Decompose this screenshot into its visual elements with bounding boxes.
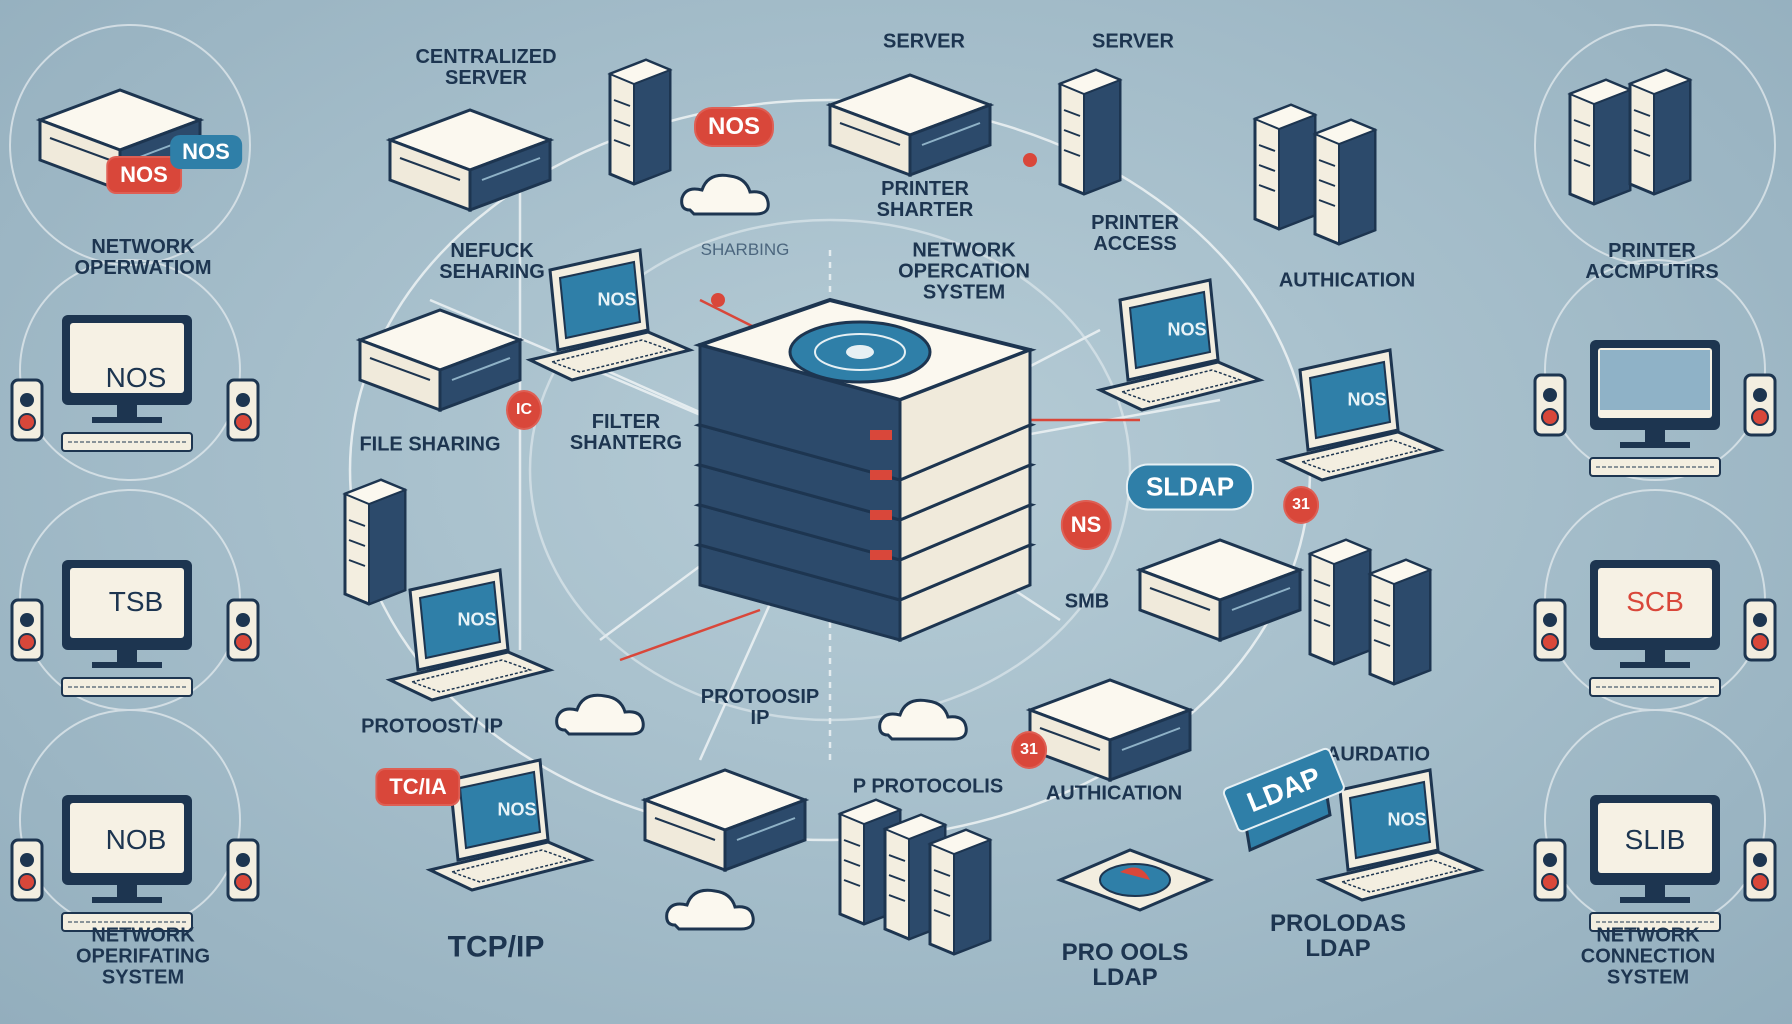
label-server-2: SERVER bbox=[1092, 30, 1174, 53]
laptop-top-left bbox=[528, 248, 692, 382]
label-filter-shanterg: FILTER SHANTERG bbox=[569, 411, 683, 454]
auth-tower-1 bbox=[1253, 103, 1317, 231]
label-p-protocolis: P PROTOCOLIS bbox=[852, 775, 1004, 798]
monitor-right-3-text: SLIB bbox=[1624, 824, 1686, 855]
label-prolodas-ldap: PROLODAS LDAP bbox=[1269, 909, 1407, 962]
monitor-right-1-image bbox=[1600, 350, 1710, 410]
laptop-top-right bbox=[1098, 278, 1262, 412]
label-network-operation-system: NETWORK OPERCATION SYSTEM bbox=[898, 239, 1030, 304]
bottom-tower-3 bbox=[928, 828, 992, 956]
cloud-bottom bbox=[878, 698, 968, 741]
central-server-stack bbox=[693, 297, 1037, 643]
cloud-left bbox=[555, 693, 645, 736]
badge-tc-ia: TC/IA bbox=[375, 768, 461, 806]
laptop-top-right-text: NOS bbox=[1167, 319, 1207, 340]
red-links bbox=[619, 298, 1140, 662]
monitor-right-3 bbox=[1533, 794, 1777, 932]
file-server-box bbox=[358, 308, 522, 412]
label-network-connection-system: NETWORK CONNECTION SYSTEM bbox=[1580, 924, 1716, 989]
accent-dots bbox=[711, 153, 1037, 307]
monitor-left-3 bbox=[10, 794, 260, 932]
badge-ic: IC bbox=[506, 390, 542, 430]
server-tower-top bbox=[1058, 68, 1122, 196]
monitor-left-1-text: NOS bbox=[105, 362, 167, 393]
monitor-left-3-text: NOB bbox=[105, 824, 167, 855]
label-protoosip-ip: PROTOOSIP IP bbox=[700, 686, 820, 729]
monitor-right-2-text: SCB bbox=[1626, 586, 1684, 617]
label-authication-2: AUTHICATION bbox=[1045, 782, 1183, 805]
laptop-top-left-text: NOS bbox=[597, 289, 637, 310]
cloud-top bbox=[680, 173, 770, 216]
label-network-operation-left: NETWORK OPERWATIOM bbox=[74, 236, 212, 279]
laptop-left-mid bbox=[388, 568, 552, 702]
badge-ns: NS bbox=[1060, 500, 1112, 550]
label-printer-sharter: PRINTER SHARTER bbox=[876, 178, 974, 221]
monitor-right-2 bbox=[1533, 559, 1777, 697]
ldap-tile bbox=[1055, 848, 1215, 912]
badge-31-b: 31 bbox=[1011, 731, 1047, 769]
label-sharbing: SHARBING bbox=[700, 240, 790, 260]
centralized-server-box bbox=[388, 108, 552, 212]
label-file-sharing: FILE SHARING bbox=[359, 433, 501, 456]
label-tcp-ip: TCP/IP bbox=[447, 930, 545, 964]
bottom-router-box bbox=[643, 768, 807, 872]
label-network-operifating-system: NETWORK OPERIFATING SYSTEM bbox=[75, 924, 211, 989]
right-top-tower-1 bbox=[1568, 78, 1632, 206]
laptop-bottom-left-text: NOS bbox=[497, 799, 537, 820]
label-protoost-ip: PROTOOST/ IP bbox=[361, 715, 503, 738]
smb-server-box bbox=[1138, 538, 1302, 642]
laptop-bottom-right-text: NOS bbox=[1387, 809, 1427, 830]
left-mid-tower bbox=[343, 478, 407, 606]
nos-tower bbox=[608, 58, 672, 186]
label-aurdatio: AURDATIO bbox=[1325, 743, 1431, 766]
label-smb: SMB bbox=[1064, 590, 1110, 613]
label-authication: AUTHICATION bbox=[1278, 269, 1416, 292]
badge-nos-blue: NOS bbox=[170, 135, 242, 169]
right-mid-tower-2 bbox=[1368, 558, 1432, 686]
laptop-right bbox=[1278, 348, 1442, 482]
monitor-left-2-text: TSB bbox=[108, 586, 164, 617]
bottom-switch-box bbox=[1028, 678, 1192, 782]
laptop-left-mid-text: NOS bbox=[457, 609, 497, 630]
label-pro-ools-ldap: PRO OOLS LDAP bbox=[1061, 938, 1189, 991]
label-printer-accmputirs: PRINTER ACCMPUTIRS bbox=[1585, 240, 1719, 283]
right-mid-tower-1 bbox=[1308, 538, 1372, 666]
badge-nos-red: NOS bbox=[106, 156, 182, 194]
badge-31: 31 bbox=[1283, 486, 1319, 524]
right-top-tower-2 bbox=[1628, 68, 1692, 196]
badge-sldap: SLDAP bbox=[1125, 463, 1255, 511]
label-server-1: SERVER bbox=[883, 30, 965, 53]
label-printer-access: PRINTER ACCESS bbox=[1091, 212, 1179, 255]
label-centralized-server: CENTRALIZED SERVER bbox=[415, 46, 557, 89]
cloud-bottom-left bbox=[665, 888, 755, 931]
auth-tower-2 bbox=[1313, 118, 1377, 246]
badge-nos-top: NOS bbox=[693, 107, 775, 147]
laptop-right-text: NOS bbox=[1347, 389, 1387, 410]
label-nefuck-sharing: NEFUCK SEHARING bbox=[439, 240, 545, 283]
server-box-top bbox=[828, 73, 992, 177]
